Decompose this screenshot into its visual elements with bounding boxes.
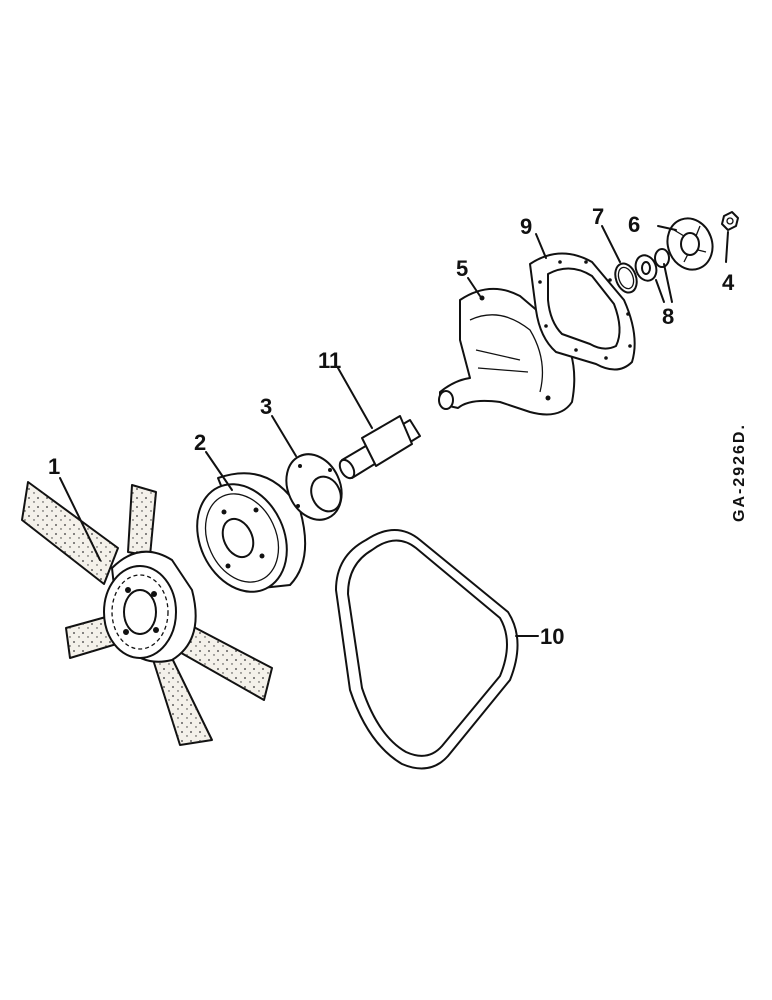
hub-flange-part bbox=[271, 415, 343, 521]
v-belt bbox=[335, 529, 519, 770]
shaft-part bbox=[337, 367, 421, 480]
drawing-code: GA-2926D. bbox=[731, 423, 748, 522]
callout-3: 3 bbox=[260, 394, 272, 419]
callout-5: 5 bbox=[456, 256, 468, 281]
callout-11: 11 bbox=[318, 348, 341, 373]
callout-9: 9 bbox=[520, 214, 532, 239]
callout-6: 6 bbox=[628, 212, 640, 237]
fan-part bbox=[21, 477, 273, 746]
o-ring-part bbox=[601, 225, 638, 294]
callout-8: 8 bbox=[662, 304, 674, 329]
callout-2: 2 bbox=[194, 430, 206, 455]
callout-10: 10 bbox=[540, 624, 564, 649]
gasket-part bbox=[529, 233, 636, 371]
seal-part bbox=[634, 248, 673, 303]
callout-7: 7 bbox=[592, 204, 604, 229]
callout-1: 1 bbox=[48, 454, 60, 479]
seal-ring bbox=[654, 248, 670, 268]
impeller-part bbox=[657, 217, 714, 271]
nut-part bbox=[721, 211, 739, 263]
pulley-part bbox=[196, 451, 307, 593]
callout-4: 4 bbox=[722, 270, 735, 295]
nut bbox=[721, 211, 739, 231]
o-ring bbox=[614, 262, 638, 294]
belt-part bbox=[335, 529, 539, 770]
